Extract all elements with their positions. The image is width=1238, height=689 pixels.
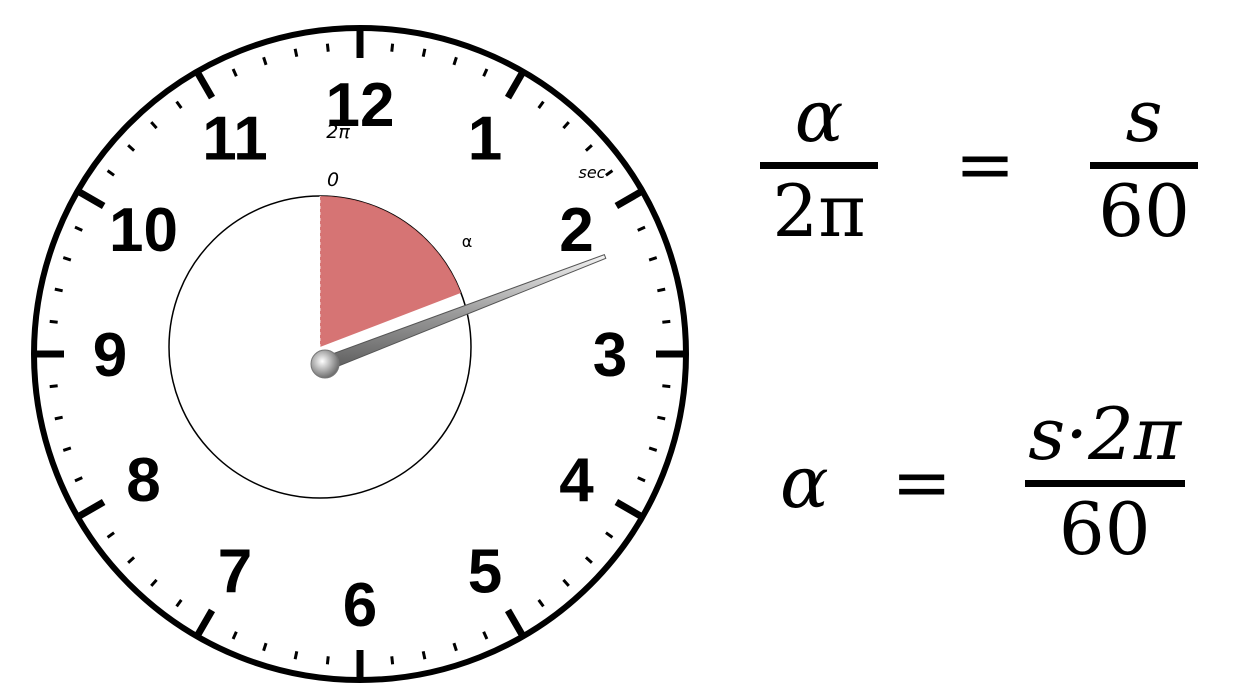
minor-tick xyxy=(537,599,545,608)
minor-tick xyxy=(150,578,158,587)
minor-tick xyxy=(231,631,238,640)
fraction-s-two-pi-over-60: s·2π 60 xyxy=(1024,392,1185,571)
minor-tick xyxy=(662,384,671,389)
hour-numeral-8: 8 xyxy=(126,446,160,515)
equals-sign: = xyxy=(954,121,1016,206)
eq2-denominator: 60 xyxy=(1058,487,1151,571)
major-tick xyxy=(194,71,216,100)
major-tick xyxy=(504,608,526,637)
hour-numeral-12: 12 xyxy=(326,71,395,140)
minor-tick xyxy=(150,121,158,130)
fraction-alpha-over-two-pi: α 2π xyxy=(760,80,878,247)
minor-tick xyxy=(62,256,72,262)
eq1-right-denominator: 60 xyxy=(1098,169,1190,253)
label-sec: seс xyxy=(579,163,606,182)
minor-tick xyxy=(293,651,299,660)
minor-tick xyxy=(562,121,570,130)
minor-tick xyxy=(605,169,614,177)
minor-tick xyxy=(127,556,136,564)
hour-numeral-7: 7 xyxy=(218,538,252,607)
minor-tick xyxy=(657,287,666,293)
minor-tick xyxy=(127,144,136,152)
eq2-lhs-alpha: α xyxy=(780,439,829,524)
minor-tick xyxy=(662,319,671,324)
eq2-numerator: s·2π xyxy=(1028,392,1182,476)
hour-numeral-2: 2 xyxy=(559,196,593,265)
major-tick xyxy=(614,498,643,520)
minor-tick xyxy=(49,384,58,389)
minor-tick xyxy=(49,319,58,324)
minor-tick xyxy=(482,631,489,640)
minor-tick xyxy=(325,656,330,665)
minor-tick xyxy=(637,225,646,232)
minor-tick xyxy=(648,446,658,452)
minor-tick xyxy=(106,531,115,539)
hour-numeral-5: 5 xyxy=(468,538,502,607)
minor-tick xyxy=(54,415,63,421)
major-tick xyxy=(77,188,106,210)
minor-tick xyxy=(584,144,593,152)
major-tick xyxy=(614,188,643,210)
major-tick xyxy=(504,71,526,100)
hour-numeral-6: 6 xyxy=(343,571,377,640)
label-alpha: α xyxy=(462,232,473,251)
minor-tick xyxy=(231,68,238,77)
minor-tick xyxy=(605,531,614,539)
minor-tick xyxy=(54,287,63,293)
minor-tick xyxy=(74,476,83,483)
label-zero: 0 xyxy=(327,169,339,191)
minor-tick xyxy=(482,68,489,77)
equation-ratio: α 2π = s 60 xyxy=(760,74,1199,253)
label-two-pi: 2π xyxy=(326,121,350,143)
minor-tick xyxy=(390,43,395,52)
eq1-right-numerator: s xyxy=(1125,74,1163,158)
alpha-sector xyxy=(320,196,461,347)
equals-sign: = xyxy=(891,439,952,524)
center-hub xyxy=(310,349,340,379)
hour-numeral-10: 10 xyxy=(109,196,178,265)
minor-tick xyxy=(262,642,268,652)
minor-tick xyxy=(562,578,570,587)
minor-tick xyxy=(325,43,330,52)
minor-tick xyxy=(175,100,183,109)
eq1-left-numerator: α xyxy=(794,74,844,158)
eq1-left-denominator: 2π xyxy=(772,169,866,253)
minor-tick xyxy=(175,599,183,608)
minor-tick xyxy=(390,656,395,665)
minor-tick xyxy=(648,256,658,262)
minor-tick xyxy=(452,56,458,66)
hour-numeral-11: 11 xyxy=(202,104,268,173)
fraction-s-over-60: s 60 xyxy=(1090,74,1199,253)
minor-tick xyxy=(74,225,83,232)
minor-tick xyxy=(262,56,268,66)
minor-tick xyxy=(106,169,115,177)
minor-tick xyxy=(62,446,72,452)
minor-tick xyxy=(421,651,427,660)
minor-tick xyxy=(657,415,666,421)
minor-tick xyxy=(293,48,299,57)
hour-numeral-3: 3 xyxy=(593,321,627,390)
minor-tick xyxy=(584,556,593,564)
hour-numeral-1: 1 xyxy=(468,104,502,173)
fraction-bar xyxy=(1024,480,1185,487)
major-tick xyxy=(194,608,216,637)
minor-tick xyxy=(637,476,646,483)
minor-tick xyxy=(537,100,545,109)
minor-tick xyxy=(421,48,427,57)
tick-marks xyxy=(36,30,684,678)
fraction-bar xyxy=(760,162,878,169)
equation-alpha: α = s·2π 60 xyxy=(780,398,1185,565)
major-tick xyxy=(77,498,106,520)
minor-tick xyxy=(452,642,458,652)
fraction-bar xyxy=(1090,162,1199,169)
hour-numeral-4: 4 xyxy=(559,446,594,515)
hour-numeral-9: 9 xyxy=(93,321,127,390)
